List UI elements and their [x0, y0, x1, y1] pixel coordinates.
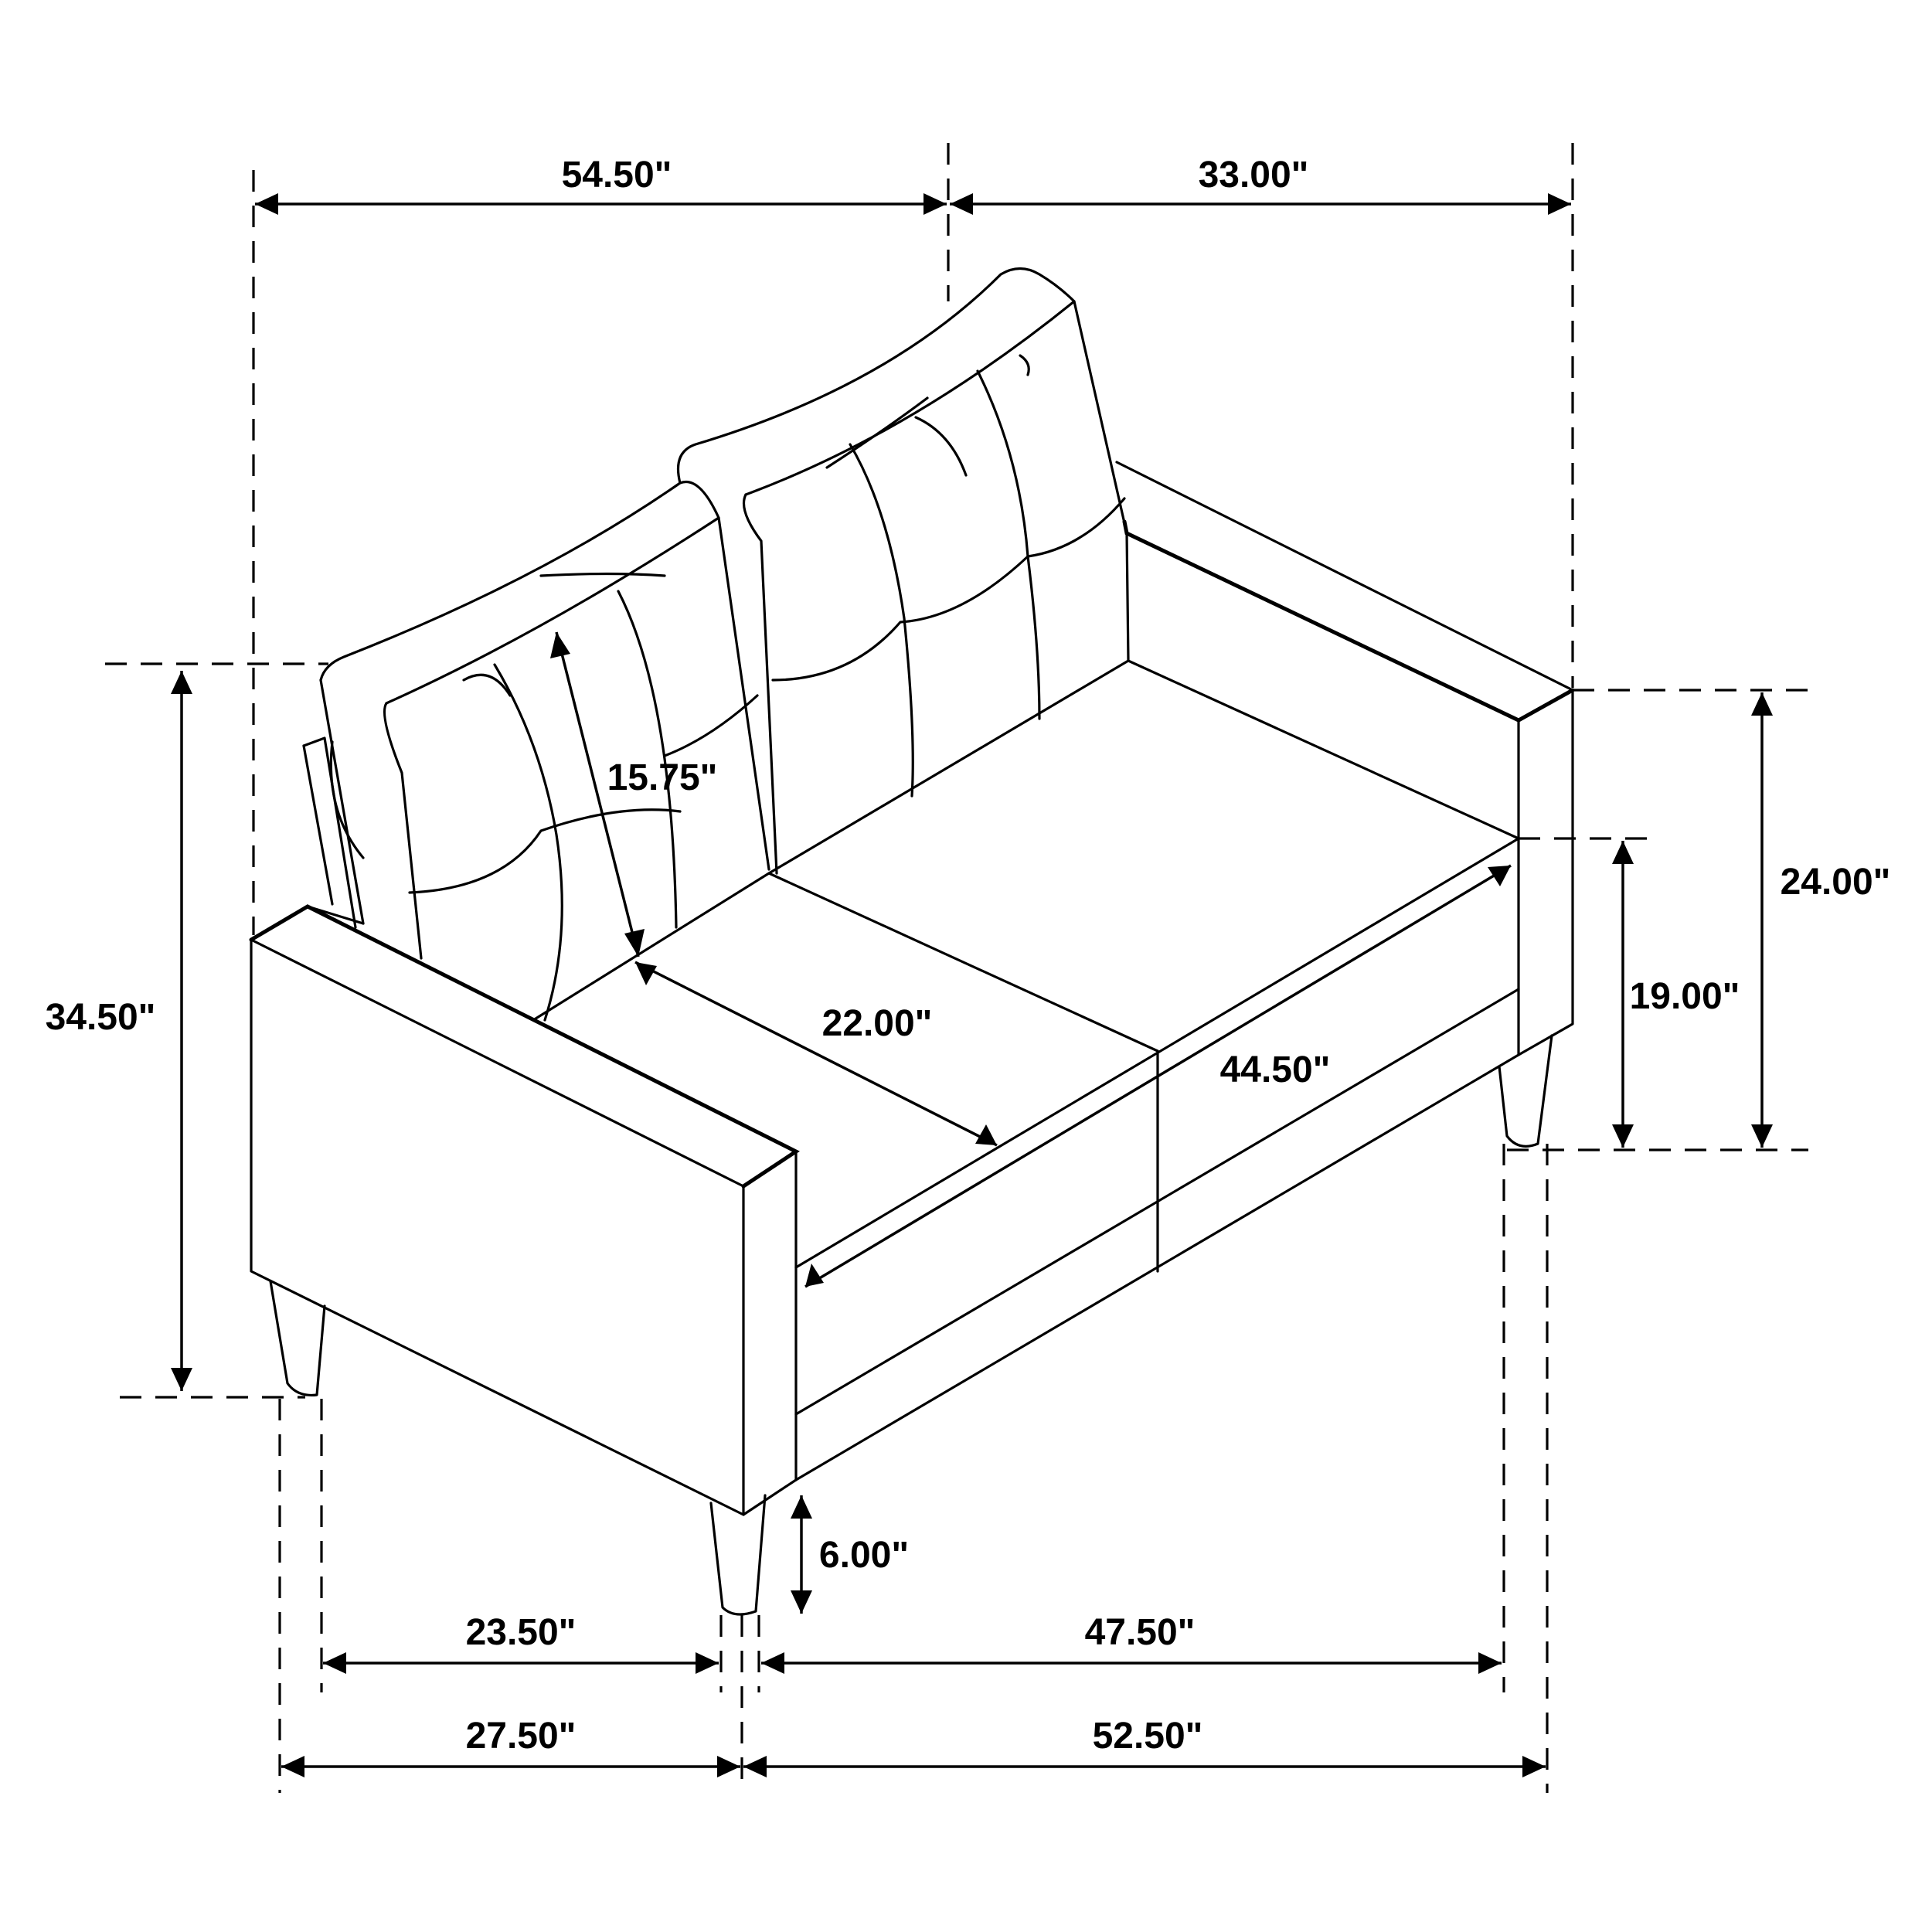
label-arm-height: 24.00": [1781, 862, 1891, 903]
label-overall-depth: 33.00": [1199, 155, 1309, 196]
dimension-arrows: [171, 193, 1773, 1777]
label-seat-height: 19.00": [1630, 976, 1740, 1017]
label-overall-height: 34.50": [46, 997, 156, 1038]
label-seat-depth: 22.00": [822, 1003, 933, 1044]
loveseat-drawing: [249, 267, 1575, 1616]
label-leg-span-front-outer: 52.50": [1093, 1716, 1203, 1757]
dimension-labels: 54.50" 33.00" 34.50" 15.75" 22.00" 44.50…: [46, 155, 1891, 1757]
label-leg-height: 6.00": [819, 1535, 909, 1576]
label-leg-span-front-inner: 47.50": [1085, 1612, 1196, 1653]
extension-lines: [105, 143, 1808, 1793]
label-leg-span-side-outer: 27.50": [466, 1716, 577, 1757]
label-back-cushion-height: 15.75": [607, 757, 718, 798]
label-overall-width: 54.50": [562, 155, 672, 196]
label-leg-span-side-inner: 23.50": [466, 1612, 577, 1653]
label-seat-width: 44.50": [1220, 1049, 1331, 1090]
